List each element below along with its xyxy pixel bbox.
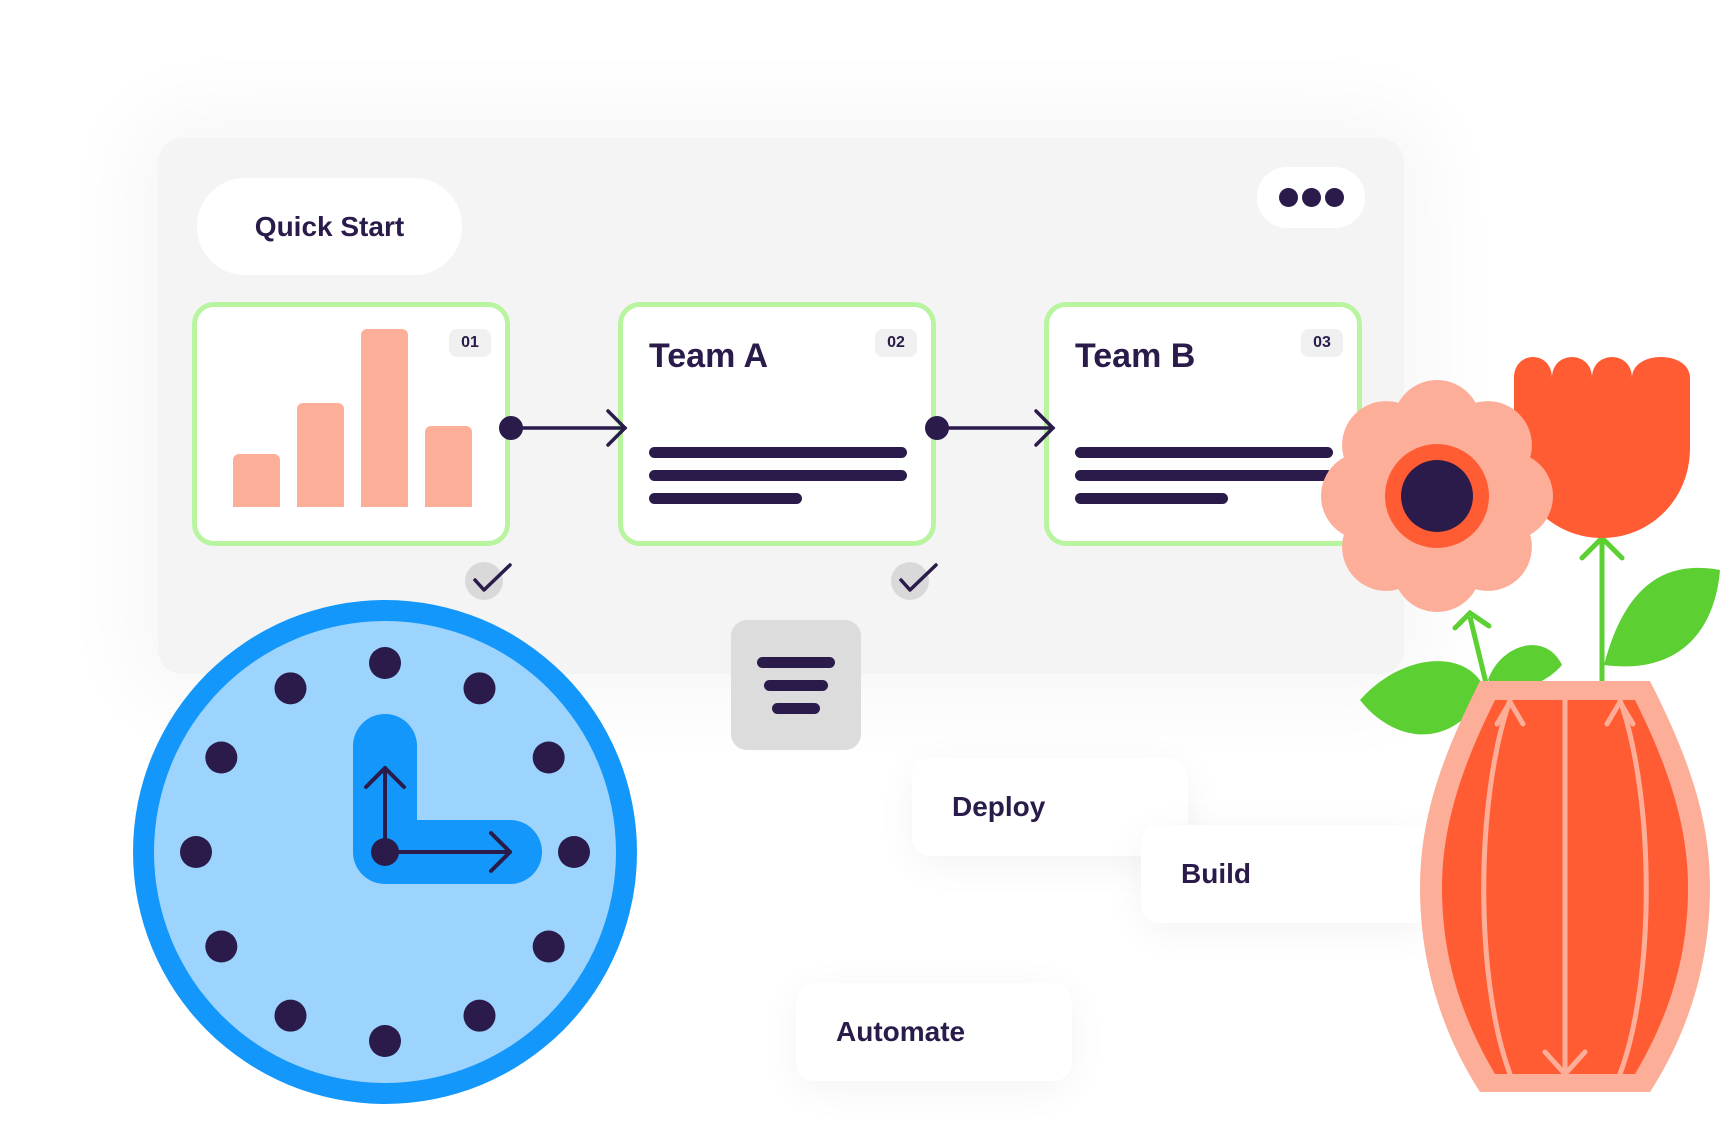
mini-chart-bar [361, 329, 408, 507]
mini-chart-bar [233, 454, 280, 507]
mini-chart-bar [297, 403, 344, 507]
clock-hour-dot [274, 672, 307, 705]
clock-hour-dot [205, 930, 238, 963]
build-tag[interactable]: Build [1141, 825, 1431, 923]
clock-hour-dot [205, 741, 238, 774]
text-placeholder-line [649, 447, 907, 458]
text-placeholder-line [649, 493, 802, 504]
checkmark-icon [465, 562, 512, 600]
connector-arrow-2 [935, 409, 1056, 447]
automate-tag[interactable]: Automate [796, 983, 1072, 1081]
clock-hour-dot [369, 647, 401, 679]
text-placeholder-line [1075, 493, 1228, 504]
clock-hour-dot [532, 930, 565, 963]
menu-line-icon [764, 680, 828, 691]
text-placeholder-line [649, 470, 907, 481]
step-card-team-b[interactable]: 03 Team B [1044, 302, 1362, 546]
card-title: Team B [1075, 337, 1196, 375]
clock-icon [133, 600, 637, 1104]
menu-lines-button[interactable] [731, 620, 861, 750]
menu-line-icon [772, 703, 820, 714]
text-placeholder-line [1075, 470, 1333, 481]
clock-hour-dot [180, 836, 212, 868]
more-dot-icon [1278, 188, 1298, 207]
step-card-chart[interactable]: 01 [192, 302, 510, 546]
menu-line-icon [757, 657, 835, 668]
step-number: 01 [449, 329, 491, 357]
checkmark-icon [891, 562, 938, 600]
connector-arrow-1 [509, 409, 628, 447]
more-dot-icon [1324, 188, 1344, 207]
clock-hour-dot [463, 672, 496, 705]
flower-vase-icon [1321, 357, 1720, 1092]
clock-hour-dot [532, 741, 565, 774]
step-number: 02 [875, 329, 917, 357]
clock-hour-dot [274, 999, 307, 1032]
quick-start-button[interactable]: Quick Start [197, 178, 462, 275]
more-options-button[interactable] [1257, 167, 1365, 228]
text-placeholder-line [1075, 447, 1333, 458]
mini-chart-bar [425, 426, 472, 507]
card-title: Team A [649, 337, 769, 375]
clock-hour-dot [369, 1025, 401, 1057]
more-dot-icon [1301, 188, 1321, 207]
clock-hour-dot [463, 999, 496, 1032]
step-card-team-a[interactable]: 02 Team A [618, 302, 936, 546]
connector-start-dot-icon [499, 416, 523, 440]
clock-hour-dot [558, 836, 590, 868]
step-number: 03 [1301, 329, 1343, 357]
connector-start-dot-icon [925, 416, 949, 440]
